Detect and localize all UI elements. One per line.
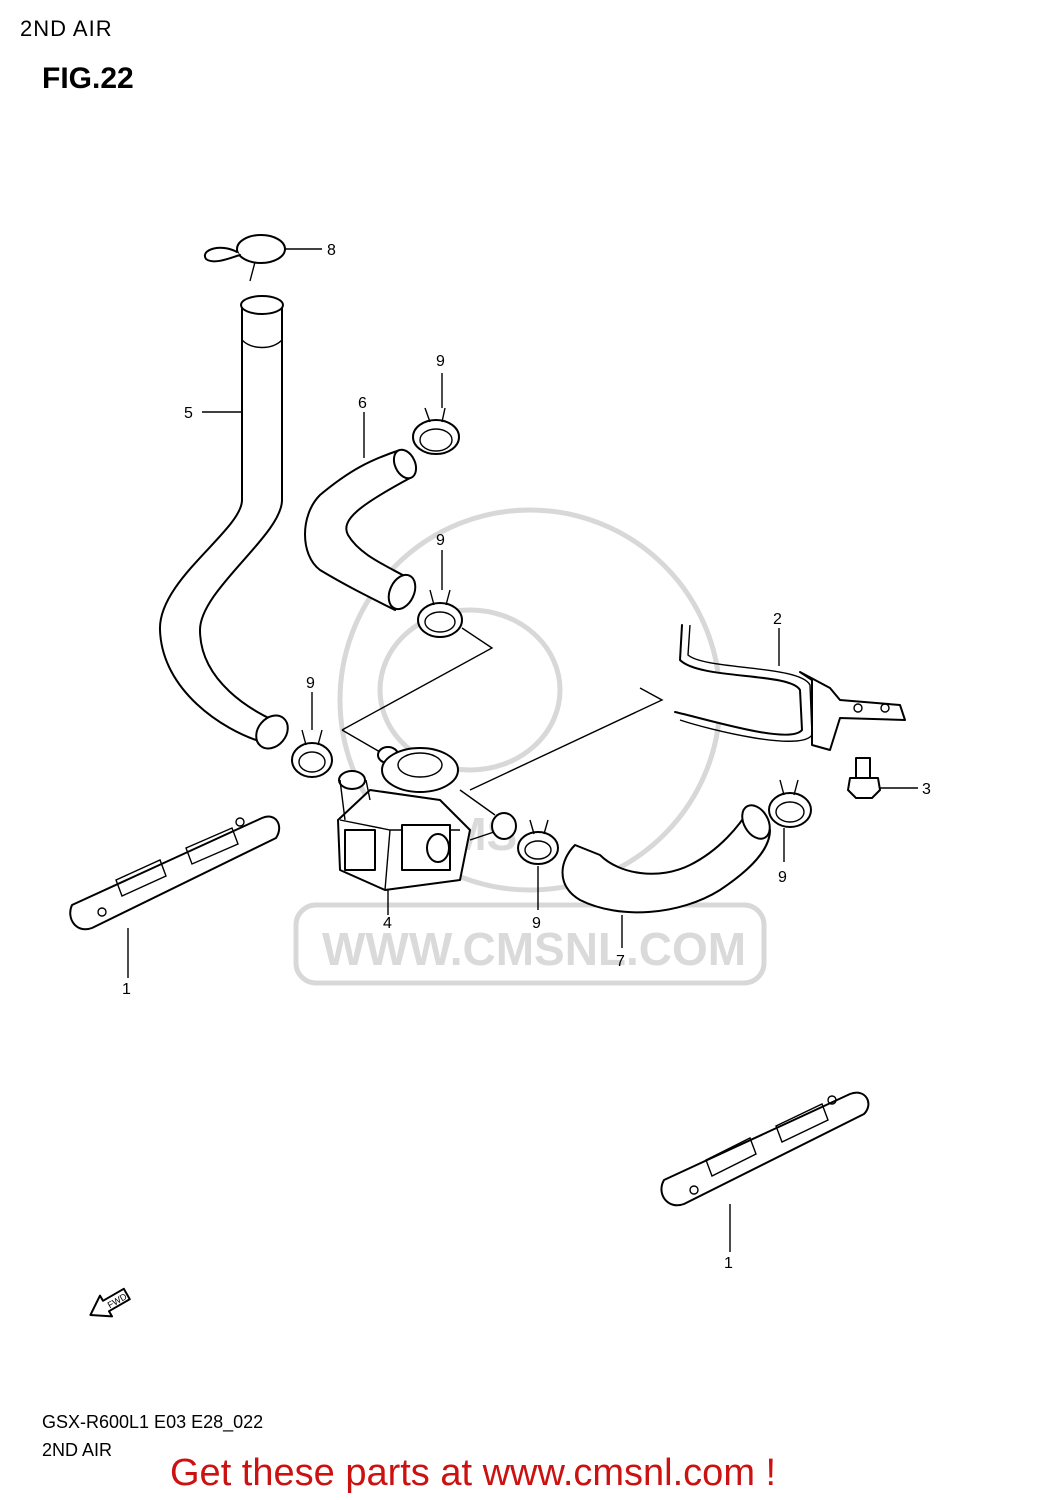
callout-1b: 1 (724, 1255, 733, 1272)
figure-label: FIG.22 (42, 62, 134, 95)
part-9-clamp-c (291, 729, 333, 778)
part-2-pipe-bracket (674, 624, 906, 751)
watermark-face (377, 607, 563, 773)
callout-1a: 1 (122, 981, 131, 998)
part-9-clamp-b (417, 589, 463, 638)
part-3-bolt (847, 757, 881, 799)
callout-7: 7 (616, 953, 625, 970)
callout-6: 6 (358, 395, 367, 412)
callout-5: 5 (184, 405, 193, 422)
part-8-cap (203, 234, 286, 282)
model-code: GSX-R600L1 E03 E28_022 (42, 1412, 264, 1432)
assembly-lines (341, 627, 664, 791)
cta-link[interactable]: Get these parts at www.cmsnl.com ! (170, 1452, 777, 1494)
section-name: 2ND AIR (42, 1440, 113, 1460)
part-9-clamp-a (412, 407, 460, 455)
callout-9c: 9 (306, 675, 315, 692)
callout-3: 3 (922, 781, 931, 798)
part-4-valve (337, 746, 517, 891)
section-title: 2ND AIR (20, 16, 113, 41)
callout-2: 2 (773, 611, 782, 628)
part-6-hose (304, 448, 418, 611)
part-7-hose (561, 804, 771, 914)
part-5-hose (158, 295, 289, 750)
callout-9b: 9 (436, 532, 445, 549)
callout-9d: 9 (532, 915, 541, 932)
callout-8: 8 (327, 242, 336, 259)
fwd-arrow-icon: FWD (89, 1287, 131, 1318)
callout-9e: 9 (778, 869, 787, 886)
watermark-url-box (293, 902, 767, 986)
callout-9a: 9 (436, 353, 445, 370)
part-1-plate-a (69, 815, 281, 931)
part-1-plate-b (660, 1091, 870, 1207)
part-9-clamp-e (768, 779, 812, 828)
part-9-clamp-d (517, 819, 559, 865)
callout-4: 4 (383, 915, 392, 932)
watermark-url: WWW.CMSNL.COM (322, 923, 746, 975)
